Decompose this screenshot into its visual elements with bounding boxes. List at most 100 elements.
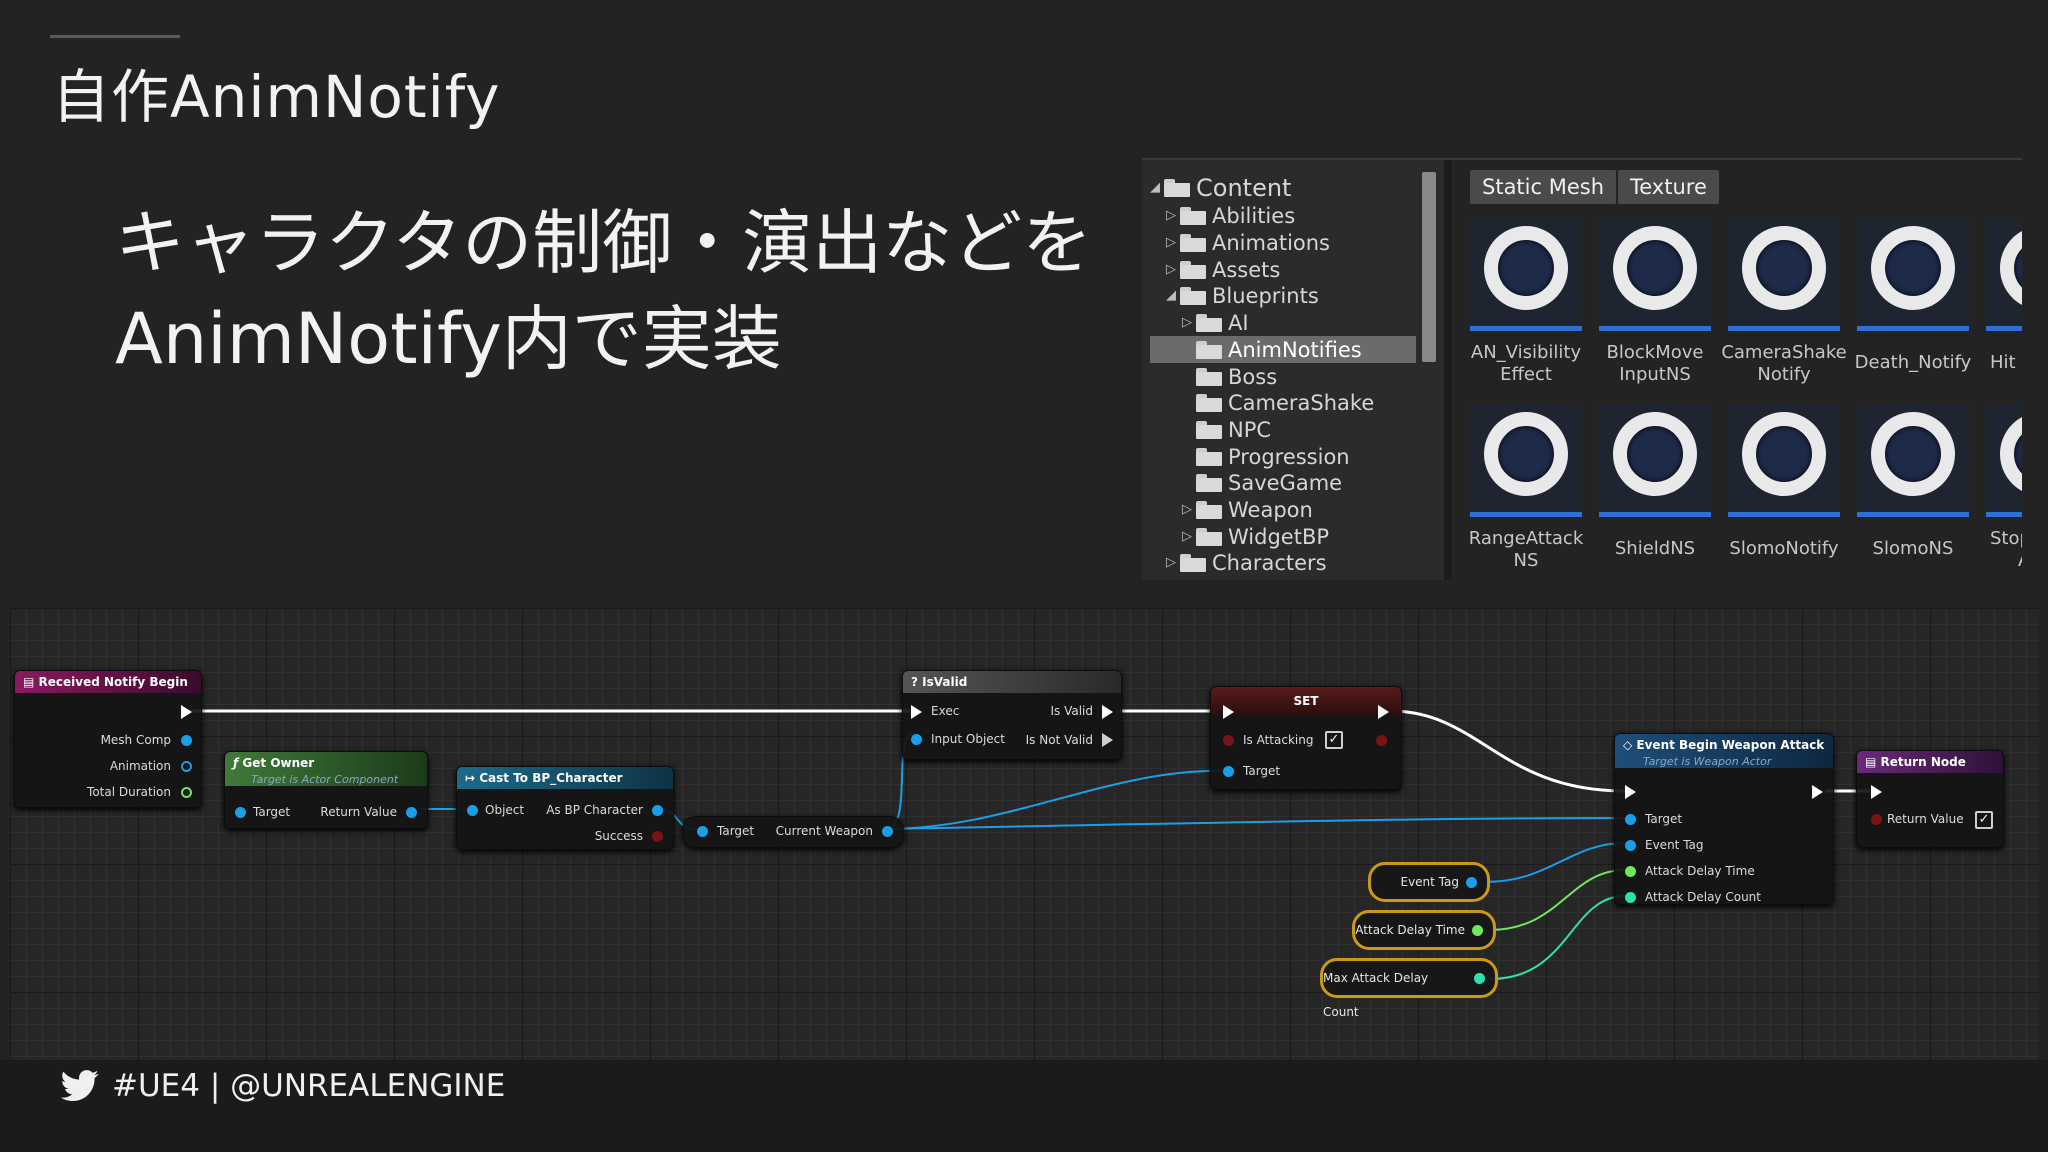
data-pin[interactable] [1625, 866, 1636, 877]
tree-item-savegame[interactable]: SaveGame [1180, 469, 1452, 496]
tree-item-ai[interactable]: ▷ AI [1180, 309, 1452, 336]
tree-item-label: Characters [1212, 550, 1327, 575]
asset-tile[interactable]: Death_Notify [1855, 218, 1971, 398]
data-pin[interactable] [1223, 735, 1234, 746]
exec-in-pin[interactable] [1223, 705, 1234, 719]
exec-out-pin[interactable] [1812, 785, 1823, 799]
data-pin[interactable] [1472, 925, 1483, 936]
tree-scrollbar[interactable] [1422, 172, 1436, 362]
checkbox-checked[interactable]: ✓ [1325, 731, 1343, 749]
expand-arrow-icon[interactable]: ▷ [1182, 529, 1192, 544]
data-pin[interactable] [406, 807, 417, 818]
exec-out-pin[interactable] [1102, 705, 1113, 719]
tree-item-content[interactable]: ◢ Content [1148, 174, 1422, 202]
asset-tile[interactable]: ShieldNS [1599, 404, 1711, 580]
pin-label: Is Valid [1050, 704, 1093, 718]
exec-in-pin[interactable] [1871, 785, 1882, 799]
checkbox-checked[interactable]: ✓ [1975, 811, 1993, 829]
data-pin[interactable] [697, 826, 708, 837]
exec-out-pin[interactable] [1102, 733, 1113, 747]
node-return[interactable]: ▤ Return Node Return Value ✓ [1856, 750, 2004, 848]
data-pin[interactable] [181, 761, 192, 772]
data-pin[interactable] [235, 807, 246, 818]
tree-item-assets[interactable]: ▷ Assets [1164, 256, 1438, 283]
asset-tile[interactable]: StopA [1986, 404, 2022, 580]
tree-item-label: Weapon [1228, 497, 1313, 522]
collapse-arrow-icon[interactable]: ◢ [1166, 288, 1176, 303]
exec-out-pin[interactable] [1378, 705, 1389, 719]
asset-tile[interactable]: Hit [1986, 218, 2022, 398]
node-set-is-attacking[interactable]: SET Is Attacking ✓ Target [1210, 686, 1402, 790]
tree-item-widgetbp[interactable]: ▷ WidgetBP [1180, 523, 1452, 550]
data-pin[interactable] [181, 787, 192, 798]
data-pin[interactable] [882, 826, 893, 837]
tree-item-npc[interactable]: NPC [1180, 416, 1452, 443]
asset-label: Hit [1990, 352, 2016, 373]
panel-splitter[interactable] [1444, 160, 1452, 580]
expand-arrow-icon[interactable]: ▷ [1166, 555, 1176, 570]
node-get-owner[interactable]: ƒ Get Owner Target is Actor Component Ta… [224, 751, 428, 829]
notify-ring-icon [1484, 226, 1568, 310]
data-pin[interactable] [1625, 892, 1636, 903]
var-attack-delay-time[interactable]: Attack Delay Time [1352, 910, 1496, 950]
tree-item-animations[interactable]: ▷ Animations [1164, 229, 1438, 256]
asset-tile[interactable]: SlomoNS [1857, 404, 1969, 580]
expand-arrow-icon[interactable]: ▷ [1166, 262, 1176, 277]
data-pin[interactable] [467, 805, 478, 816]
data-pin[interactable] [911, 734, 922, 745]
data-pin[interactable] [652, 831, 663, 842]
expand-arrow-icon[interactable]: ▷ [1166, 235, 1176, 250]
tree-item-camerashake[interactable]: CameraShake [1180, 389, 1452, 416]
data-pin[interactable] [181, 735, 192, 746]
folder-icon [1180, 260, 1206, 279]
tree-item-label: Animations [1212, 230, 1331, 255]
exec-in-pin[interactable] [1625, 785, 1636, 799]
tree-item-weapon[interactable]: ▷ Weapon [1180, 496, 1452, 523]
node-event-begin-weapon-attack[interactable]: ◇ Event Begin Weapon Attack Target is We… [1614, 733, 1834, 905]
blueprint-graph[interactable]: ▤ Received Notify Begin Mesh Comp Animat… [10, 608, 2038, 1060]
tree-item-animnotifies[interactable]: AnimNotifies [1150, 336, 1416, 363]
tree-item-progression[interactable]: Progression [1180, 443, 1452, 470]
var-max-attack-delay-count[interactable]: Max Attack Delay Count [1320, 958, 1498, 1019]
social-handle: #UE4 | @UNREALENGINE [112, 1068, 506, 1104]
filter-static-mesh[interactable]: Static Mesh [1470, 170, 1617, 204]
data-pin[interactable] [652, 805, 663, 816]
asset-tile[interactable]: SlomoNotify [1728, 404, 1840, 580]
node-header: ◇ Event Begin Weapon Attack [1615, 734, 1833, 768]
node-received-notify-begin[interactable]: ▤ Received Notify Begin Mesh Comp Animat… [14, 670, 202, 808]
data-pin[interactable] [1625, 814, 1636, 825]
asset-thumbnail [1470, 404, 1582, 517]
node-isvalid[interactable]: ? IsValid Exec Is Valid Input Object Is … [902, 670, 1122, 760]
data-pin[interactable] [1625, 840, 1636, 851]
collapse-arrow-icon[interactable]: ◢ [1150, 180, 1160, 195]
tree-item-blueprints[interactable]: ◢ Blueprints [1164, 282, 1438, 309]
tree-item-abilities[interactable]: ▷ Abilities [1164, 202, 1438, 229]
asset-thumbnail [1986, 218, 2022, 331]
notify-ring-icon [2000, 226, 2022, 310]
expand-arrow-icon[interactable]: ▷ [1182, 502, 1192, 517]
exec-in-pin[interactable] [911, 705, 922, 719]
data-pin[interactable] [1223, 766, 1234, 777]
expand-arrow-icon[interactable]: ▷ [1182, 315, 1192, 330]
var-event-tag[interactable]: Event Tag [1368, 862, 1490, 902]
data-pin[interactable] [1376, 735, 1387, 746]
tree-item-boss[interactable]: Boss [1180, 363, 1452, 390]
node-cast-to-bp-character[interactable]: ↦ Cast To BP_Character Object As BP Char… [456, 766, 674, 850]
exec-out-pin[interactable] [181, 705, 192, 719]
filter-texture[interactable]: Texture [1618, 170, 1719, 204]
data-pin[interactable] [1474, 973, 1485, 984]
data-pin[interactable] [1871, 814, 1882, 825]
pin-label: As BP Character [546, 803, 643, 817]
expand-arrow-icon[interactable]: ▷ [1166, 208, 1176, 223]
tree-item-characters[interactable]: ▷ Characters [1164, 549, 1438, 576]
node-get-current-weapon[interactable]: Target Current Weapon [682, 816, 904, 848]
data-pin[interactable] [1466, 877, 1477, 888]
folder-icon [1180, 206, 1206, 225]
notify-ring-icon [1613, 226, 1697, 310]
